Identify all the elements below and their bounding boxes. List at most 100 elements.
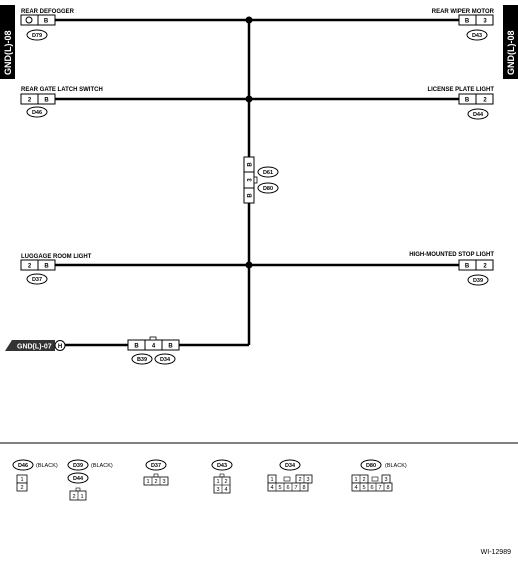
ground-pin-left: B — [134, 344, 139, 350]
luggage-room-light-part — [26, 273, 48, 285]
license-plate-light-connector: D44 — [473, 112, 484, 118]
ground-part — [131, 353, 153, 365]
ground-label: GND(L)-07 — [17, 344, 52, 351]
high-mounted-stop-light-connector: D39 — [473, 278, 483, 284]
side-tab-right: GND(L)-08 — [503, 5, 518, 79]
legend-d80-part: 2 — [362, 477, 365, 483]
license-plate-light-label: LICENSE PLATE LIGHT — [427, 87, 494, 93]
legend-d80-part: 8 — [386, 485, 389, 491]
ground-terminal — [54, 340, 66, 351]
rear-wiper-motor-pin-no: 3 — [483, 19, 487, 25]
legend-d39-d44-part: D39 — [73, 463, 83, 469]
legend-d80-part: 5 — [362, 485, 365, 491]
ground-connector-b39: B39 — [137, 357, 147, 363]
legend-d34-part: D34 — [285, 463, 296, 469]
legend-d34: D34 1 2 3 4 5 6 7 8 — [267, 459, 313, 492]
legend-d80-part: 6 — [370, 485, 373, 491]
side-tab-left: GND(L)-08 — [0, 5, 15, 79]
joint-connector-d61: D61 — [263, 170, 273, 176]
legend-d34-part: 7 — [294, 485, 297, 491]
legend-d46-part: (BLACK) — [36, 463, 58, 469]
legend-d80-part — [360, 459, 382, 471]
joint-connector-d80: D80 — [263, 186, 273, 192]
legend-d39-d44-part: (BLACK) — [91, 463, 113, 469]
legend-d80-part: (BLACK) — [385, 463, 407, 469]
luggage-room-light-label: LUGGAGE ROOM LIGHT — [21, 254, 92, 260]
legend-d39-d44: D39 (BLACK) D44 2 1 — [67, 459, 113, 501]
terminal-circle-icon — [25, 16, 33, 24]
joint-pin-middle: 3 — [248, 178, 254, 182]
joint-connector-part — [253, 176, 258, 184]
luggage-room-light-pin-no: 2 — [28, 264, 32, 270]
legend-d46-part — [12, 459, 34, 471]
license-plate-light: LICENSE PLATE LIGHT B 2 D44 — [427, 87, 494, 120]
legend-d34-part — [283, 476, 291, 482]
side-tab-right-text: GND(L)-08 — [506, 31, 516, 76]
high-mounted-stop-light-label: HIGH-MOUNTED STOP LIGHT — [409, 252, 494, 258]
rear-wiper-motor: REAR WIPER MOTOR B 3 D43 — [432, 9, 495, 41]
ground-part — [149, 336, 157, 341]
rear-defogger-label: REAR DEFOGGER — [21, 9, 75, 15]
legend-d37: D37 1 2 3 — [143, 459, 169, 486]
ground-pin-right: B — [168, 344, 173, 350]
joint-connector-part — [257, 166, 279, 178]
high-mounted-stop-light-pin-no: 2 — [483, 264, 487, 270]
side-tab-right-part — [503, 5, 518, 79]
ground-terminal-letter: H — [58, 344, 62, 350]
rear-wiper-motor-connector: D43 — [472, 33, 482, 39]
legend-d34-part: 8 — [302, 485, 305, 491]
rear-defogger-part — [26, 29, 48, 41]
legend-d46-part: D46 — [18, 463, 28, 469]
legend-d34-part: 3 — [306, 477, 309, 483]
joint-pin-bottom: B — [248, 193, 254, 198]
license-plate-light-pin-no: 2 — [483, 98, 487, 104]
junction-dot — [245, 95, 253, 103]
legend-d80-part: 1 — [354, 477, 357, 483]
license-plate-light-part — [467, 108, 489, 120]
rear-wiper-motor-pin: B — [465, 19, 470, 25]
legend-d34-part — [267, 482, 309, 492]
rear-gate-latch-switch-connector: D46 — [32, 110, 42, 116]
rear-defogger: REAR DEFOGGER B D79 — [20, 9, 75, 41]
legend-d37-part — [153, 473, 159, 478]
legend-d37-part: D37 — [151, 463, 161, 469]
legend-d80-part — [351, 482, 393, 492]
junction-dot — [245, 261, 253, 269]
legend-d43-part — [219, 473, 225, 478]
high-mounted-stop-light-pin: B — [465, 264, 470, 270]
ground-connector-d34: D34 — [160, 357, 171, 363]
junction-dots — [245, 16, 253, 269]
ground-part — [154, 353, 176, 365]
legend-d34-part: 1 — [270, 477, 273, 483]
legend-d80-part: 7 — [378, 485, 381, 491]
legend-d34-part: 2 — [298, 477, 301, 483]
rear-defogger-pin: B — [44, 19, 49, 25]
ground: GND(L)-07 H B 4 B B39 D34 — [5, 336, 180, 365]
legend-d43-part — [211, 459, 233, 471]
legend-d46-part: 1 — [20, 477, 23, 483]
legend-d39-d44-part — [67, 459, 89, 471]
legend-d46-part: 2 — [20, 485, 23, 491]
legend-d43: D43 1 2 3 4 — [211, 459, 233, 494]
high-mounted-stop-light: HIGH-MOUNTED STOP LIGHT B 2 D39 — [409, 252, 494, 286]
ground-arrow-icon — [5, 340, 55, 351]
legend-d43-part: 3 — [216, 487, 219, 493]
junction-dot — [245, 16, 253, 24]
luggage-room-light: LUGGAGE ROOM LIGHT 2 B D37 — [20, 254, 92, 285]
legend-d34-part: 4 — [270, 485, 273, 491]
legend-d43-part: 4 — [224, 487, 227, 493]
joint-connector-part — [257, 182, 279, 194]
luggage-room-light-pin: B — [44, 264, 49, 270]
license-plate-light-pin: B — [465, 98, 470, 104]
joint-connector: B 3 B D61 D80 — [243, 156, 279, 204]
wires — [53, 18, 461, 347]
rear-gate-latch-switch-pin: B — [44, 98, 49, 104]
legend-d80-part: D80 — [366, 463, 376, 469]
rear-gate-latch-switch-part — [26, 106, 48, 118]
luggage-room-light-connector: D37 — [32, 277, 42, 283]
legend-d43-part: D43 — [217, 463, 227, 469]
legend-d39-d44-part — [75, 487, 81, 492]
side-tab-left-text: GND(L)-08 — [3, 31, 13, 76]
high-mounted-stop-light-part — [467, 274, 489, 286]
